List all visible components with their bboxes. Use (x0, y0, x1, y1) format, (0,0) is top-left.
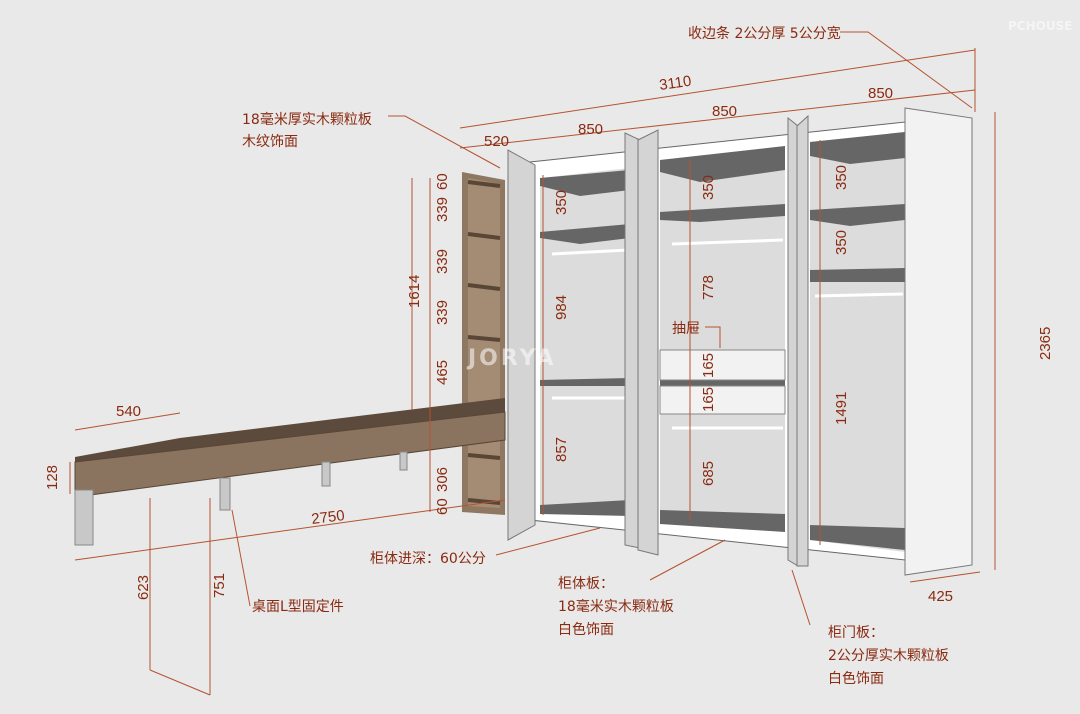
width-label-1: 520 (484, 133, 509, 150)
bookshelf (462, 172, 505, 515)
col2-dim-0: 350 (700, 175, 717, 200)
width-label-4: 850 (868, 85, 893, 102)
col1-dim-2: 857 (553, 437, 570, 462)
trim-strip-note: 收边条 2公分厚 5公分宽 (688, 25, 841, 42)
shelf-material-note-2: 木纹饰面 (242, 134, 298, 150)
door-panel-note-2: 2公分厚实木颗粒板 (828, 648, 949, 664)
col3-dim-1: 350 (833, 230, 850, 255)
col2-dim-1: 778 (700, 275, 717, 300)
desk-thickness-label: 128 (44, 465, 61, 490)
width-label-2: 850 (578, 121, 603, 138)
bookshelf-dim-2: 339 (434, 249, 451, 274)
bookshelf-dim-1: 339 (434, 197, 451, 222)
leg-height-a: 623 (135, 575, 152, 600)
col2-dim-4: 685 (700, 461, 717, 486)
col2-dim-3: 165 (700, 387, 717, 412)
drawer-label: 抽屉 (672, 321, 700, 337)
body-panel-note-1: 柜体板： (558, 576, 614, 592)
door-panel-note-1: 柜门板： (828, 625, 884, 641)
shelf-material-note-1: 18毫米厚实木颗粒板 (242, 111, 372, 128)
leg-height-b: 751 (211, 573, 228, 598)
desk-length-label: 2750 (310, 507, 345, 528)
dimension-lines (69, 31, 996, 696)
body-panel-note-2: 18毫米实木颗粒板 (558, 598, 674, 615)
col3-dim-2: 1491 (833, 392, 850, 425)
col1-dim-0: 350 (553, 190, 570, 215)
total-height-label: 2365 (1037, 327, 1054, 360)
pchouse-watermark: PCHOUSE (1008, 19, 1072, 33)
jorya-watermark: JORYA (466, 346, 556, 371)
col2-dim-2: 165 (700, 353, 717, 378)
bookshelf-dim-6: 60 (434, 498, 451, 515)
col1-dim-1: 984 (553, 295, 570, 320)
body-panel-note-3: 白色饰面 (558, 621, 614, 638)
col3-dim-0: 350 (833, 165, 850, 190)
wardrobe-body (529, 121, 906, 561)
total-width-label: 3110 (658, 73, 692, 94)
width-label-3: 850 (712, 103, 737, 120)
bookshelf-dim-4: 465 (434, 360, 451, 385)
depth-note: 柜体进深：60公分 (370, 551, 486, 567)
bookshelf-dim-3: 339 (434, 300, 451, 325)
bracket-note: 桌面L型固定件 (252, 599, 344, 615)
bookshelf-dim-5: 306 (434, 467, 451, 492)
desk (74, 398, 506, 546)
desk-depth-label: 540 (116, 403, 141, 420)
bookshelf-total: 1614 (406, 275, 423, 308)
doors (507, 107, 973, 576)
door-panel-note-3: 白色饰面 (828, 670, 884, 687)
bookshelf-dim-0: 60 (434, 173, 451, 190)
side-depth-label: 425 (928, 588, 953, 605)
